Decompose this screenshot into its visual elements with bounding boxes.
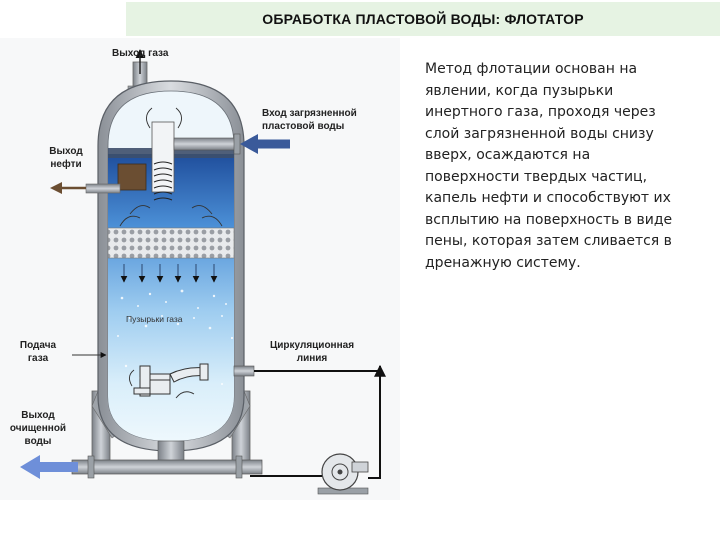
description-text: Метод флотации основан на явлении, когда… (425, 61, 673, 271)
coalescer-pack (107, 227, 235, 259)
gas-supply-label-2: газа (28, 353, 49, 364)
gas-injector (133, 363, 209, 397)
gas-supply-label-1: Подача (20, 340, 57, 351)
clean-water-label-1: Выход (21, 410, 55, 421)
oil-outlet-pipe (85, 183, 121, 194)
inlet-pipe (173, 137, 237, 151)
gas-bubbles-label: Пузырьки газа (126, 314, 183, 324)
clean-water-arrow-head (20, 455, 40, 479)
inlet-swirl (153, 161, 173, 201)
flotator-diagram: Пузырьки газа Выход газа Вход загрязненн… (0, 38, 400, 500)
page-title: ОБРАБОТКА ПЛАСТОВОЙ ВОДЫ: ФЛОТАТОР (262, 11, 584, 27)
oil-outlet-label-1: Выход (49, 146, 83, 157)
circulation-line-label-2: линия (297, 353, 328, 364)
clean-water-label-3: воды (25, 436, 52, 447)
clean-water-label-2: очищенной (10, 423, 66, 434)
circulation-line-return (254, 370, 381, 479)
header-flange-left (87, 455, 95, 479)
inlet-flange (233, 133, 241, 155)
injector-curls (129, 369, 195, 399)
circulation-inlet-pipe (233, 365, 255, 377)
water-body (108, 154, 234, 441)
circulation-pump (317, 453, 369, 495)
dirty-water-inlet-label-2: пластовой воды (262, 121, 344, 132)
downflow-arrows (120, 264, 218, 283)
title-bar: ОБРАБОТКА ПЛАСТОВОЙ ВОДЫ: ФЛОТАТОР (126, 2, 720, 36)
circulation-line-label-1: Циркуляционная (270, 340, 354, 351)
oil-outlet-arrow (50, 182, 62, 194)
oil-outlet-label-2: нефти (50, 158, 81, 170)
oil-collector (117, 163, 147, 191)
inlet-arrow-head (240, 134, 258, 154)
clean-water-header (71, 459, 263, 475)
dirty-water-inlet-label-1: Вход загрязненной (262, 108, 357, 119)
flow-curls (119, 107, 223, 227)
gas-outlet-label: Выход газа (112, 48, 169, 59)
header-flange (235, 455, 243, 479)
